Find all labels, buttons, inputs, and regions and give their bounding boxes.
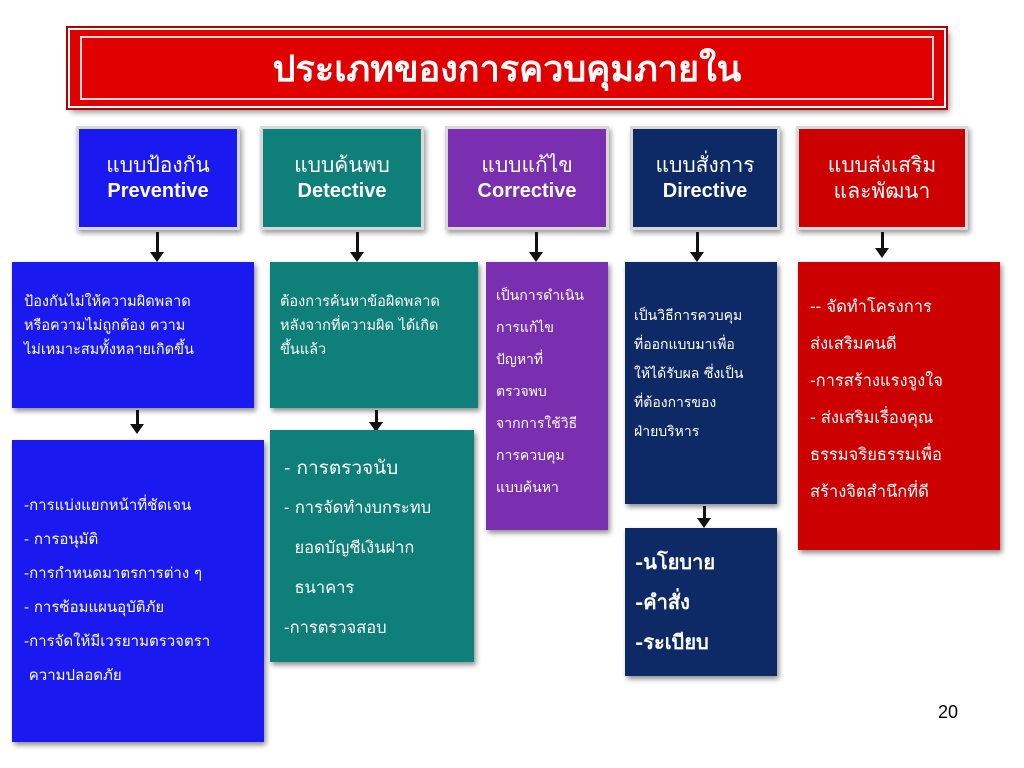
desc-directive-line: ที่ต้องการของ xyxy=(634,395,717,411)
arrow-directive-1 xyxy=(690,232,704,262)
examples-detective: - การตรวจนับ - การจัดทำงบกระทบ ยอดบัญชีเ… xyxy=(270,430,474,662)
desc-corrective-line: เป็นการดำเนิน xyxy=(496,288,584,304)
desc-corrective-line: แบบค้นหา xyxy=(496,480,559,496)
desc-promotive-line: -- จัดทำโครงการ xyxy=(810,297,932,316)
example-preventive-line: ความปลอดภัย xyxy=(24,666,122,684)
example-preventive-line: - การซ้อมแผนอุบัติภัย xyxy=(24,598,165,616)
desc-detective: ต้องการค้นหาข้อผิดพลาด หลังจากที่ความผิด… xyxy=(270,262,478,408)
header-promotive-th: แบบส่งเสริม xyxy=(827,152,937,177)
example-detective-line: - การจัดทำงบกระทบ xyxy=(284,498,432,517)
example-detective-line: -การตรวจสอบ xyxy=(284,618,387,637)
desc-corrective: เป็นการดำเนิน การแก้ไข ปัญหาที่ ตรวจพบ จ… xyxy=(486,262,608,530)
desc-detective-line: ต้องการค้นหาข้อผิดพลาด xyxy=(280,294,440,310)
desc-directive-line: ให้ได้รับผล ซึ่งเป็น xyxy=(634,366,744,382)
header-detective-en: Detective xyxy=(297,179,387,202)
header-preventive-en: Preventive xyxy=(107,179,209,202)
desc-preventive-line: หรือความไม่ถูกต้อง ความ xyxy=(24,318,186,334)
desc-detective-line: ขึ้นแล้ว xyxy=(280,342,327,358)
desc-promotive-line: -การสร้างแรงจูงใจ xyxy=(810,371,943,390)
example-directive-line: -คำสั่ง xyxy=(635,590,690,614)
arrow-directive-2 xyxy=(697,506,711,528)
desc-directive: เป็นวิธีการควบคุม ที่ออกแบบมาเพื่อ ให้ได… xyxy=(625,262,777,504)
header-directive-th: แบบสั่งการ xyxy=(655,153,755,178)
desc-promotive-line: ส่งเสริมคนดี xyxy=(810,334,897,353)
desc-directive-line: ที่ออกแบบมาเพื่อ xyxy=(634,337,735,353)
arrow-detective-1 xyxy=(350,232,364,262)
desc-promotive-line: ธรรมจริยธรรมเพื่อ xyxy=(810,445,942,464)
header-preventive: แบบป้องกัน Preventive xyxy=(76,126,240,230)
desc-corrective-line: การแก้ไข xyxy=(496,320,554,336)
header-corrective: แบบแก้ไข Corrective xyxy=(445,126,609,230)
desc-promotive-line: - ส่งเสริมเรื่องคุณ xyxy=(810,408,934,427)
example-preventive-line: -การจัดให้มีเวรยามตรวจตรา xyxy=(24,632,211,650)
header-corrective-en: Corrective xyxy=(477,179,577,202)
header-preventive-th: แบบป้องกัน xyxy=(106,153,210,178)
examples-preventive: -การแบ่งแยกหน้าที่ชัดเจน - การอนุมัติ -ก… xyxy=(12,440,264,742)
arrow-detective-2 xyxy=(369,410,383,432)
desc-directive-line: เป็นวิธีการควบคุม xyxy=(634,308,743,324)
desc-corrective-line: ปัญหาที่ xyxy=(496,352,544,368)
example-detective-line: ยอดบัญชีเงินฝาก xyxy=(284,538,415,557)
desc-directive-line: ฝ่ายบริหาร xyxy=(634,424,700,440)
arrow-preventive-2 xyxy=(130,410,144,434)
page-title: ประเภทของการควบคุมภายใน xyxy=(272,47,742,90)
examples-directive: -นโยบาย -คำสั่ง -ระเบียบ xyxy=(625,528,777,676)
example-detective-line: - การตรวจนับ xyxy=(284,457,399,479)
desc-corrective-line: จากการใช้วิธี xyxy=(496,416,578,432)
example-directive-line: -นโยบาย xyxy=(635,550,716,574)
title-inner-border xyxy=(80,36,934,100)
arrow-corrective-1 xyxy=(529,232,543,262)
example-preventive-line: -การแบ่งแยกหน้าที่ชัดเจน xyxy=(24,496,192,514)
desc-corrective-line: การควบคุม xyxy=(496,448,565,464)
desc-promotive: -- จัดทำโครงการ ส่งเสริมคนดี -การสร้างแร… xyxy=(798,262,1000,550)
example-preventive-line: -การกำหนดมาตรการต่าง ๆ xyxy=(24,564,203,582)
desc-preventive: ป้องกันไม่ให้ความผิดพลาด หรือความไม่ถูกต… xyxy=(12,262,254,408)
arrow-promotive-1 xyxy=(875,232,889,258)
example-detective-line: ธนาคาร xyxy=(284,578,355,597)
header-detective: แบบค้นพบ Detective xyxy=(260,126,424,230)
header-promotive-th2: และพัฒนา xyxy=(833,179,931,203)
desc-preventive-line: ป้องกันไม่ให้ความผิดพลาด xyxy=(24,294,191,310)
page-number: 20 xyxy=(938,702,959,722)
header-directive-en: Directive xyxy=(662,179,748,202)
desc-corrective-line: ตรวจพบ xyxy=(496,384,547,400)
example-directive-line: -ระเบียบ xyxy=(635,630,709,654)
desc-preventive-line: ไม่เหมาะสมทั้งหลายเกิดขึ้น xyxy=(24,342,194,358)
header-directive: แบบสั่งการ Directive xyxy=(630,126,780,230)
header-promotive: แบบส่งเสริม และพัฒนา xyxy=(796,126,968,230)
arrow-preventive-1 xyxy=(150,232,164,262)
header-corrective-th: แบบแก้ไข xyxy=(481,153,573,178)
header-detective-th: แบบค้นพบ xyxy=(294,153,390,178)
title-banner: ประเภทของการควบคุมภายใน xyxy=(68,28,946,108)
desc-promotive-line: สร้างจิตสำนึกที่ดี xyxy=(810,482,929,501)
desc-detective-line: หลังจากที่ความผิด ได้เกิด xyxy=(280,318,439,334)
example-preventive-line: - การอนุมัติ xyxy=(24,530,99,548)
